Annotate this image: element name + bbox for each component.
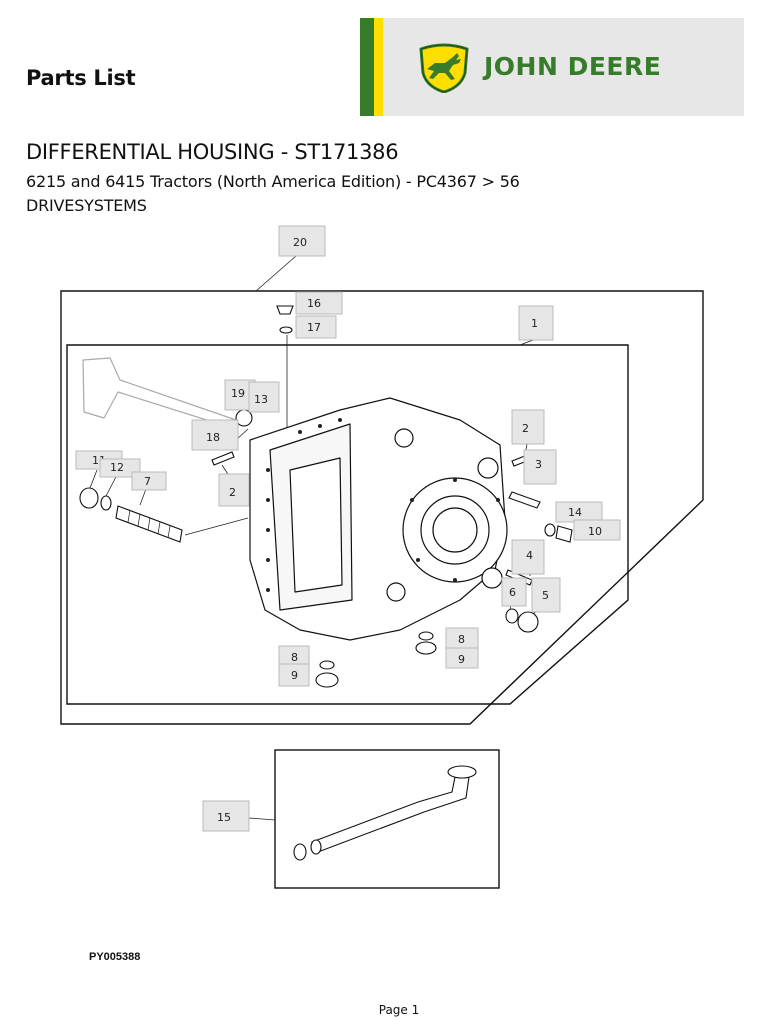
pipe-frame bbox=[274, 749, 500, 889]
callout-2a: 2 bbox=[218, 473, 250, 507]
svg-text:9: 9 bbox=[458, 653, 465, 666]
document-title: DIFFERENTIAL HOUSING - ST171386 bbox=[26, 140, 399, 164]
callout-15: 15 bbox=[202, 800, 250, 832]
brand-stripe-yellow bbox=[374, 18, 383, 116]
brand-stripe-green bbox=[360, 18, 374, 116]
svg-text:12: 12 bbox=[110, 461, 124, 474]
callout-17: 17 bbox=[295, 315, 337, 339]
svg-text:13: 13 bbox=[254, 393, 268, 406]
callout-3: 3 bbox=[523, 449, 557, 485]
callout-18: 18 bbox=[191, 419, 239, 451]
callout-20: 20 bbox=[278, 225, 326, 257]
svg-text:14: 14 bbox=[568, 506, 582, 519]
svg-text:3: 3 bbox=[535, 458, 542, 471]
leaping-deer-logo-icon bbox=[419, 43, 469, 93]
callout-10: 10 bbox=[573, 519, 621, 541]
document-category: DRIVESYSTEMS bbox=[26, 196, 147, 215]
svg-text:16: 16 bbox=[307, 297, 321, 310]
assembly-frame-outer bbox=[60, 290, 704, 725]
exploded-parts-diagram: 20 16 17 1 19 13 18 2 11 12 7 2 3 14 10 … bbox=[60, 225, 704, 889]
assembly-frame-inner bbox=[66, 344, 629, 705]
svg-text:1: 1 bbox=[531, 317, 538, 330]
figure-id: PY005388 bbox=[89, 951, 141, 963]
callout-13: 13 bbox=[248, 381, 280, 413]
svg-text:10: 10 bbox=[588, 525, 602, 538]
callout-1: 1 bbox=[518, 305, 554, 341]
svg-text:4: 4 bbox=[526, 549, 533, 562]
svg-text:19: 19 bbox=[231, 387, 245, 400]
callout-9a: 9 bbox=[445, 647, 479, 669]
svg-text:8: 8 bbox=[291, 651, 298, 664]
svg-text:20: 20 bbox=[293, 236, 307, 249]
callout-9b: 9 bbox=[278, 663, 310, 687]
svg-text:17: 17 bbox=[307, 321, 321, 334]
callout-14: 14 bbox=[555, 501, 603, 523]
svg-text:18: 18 bbox=[206, 431, 220, 444]
callout-7: 7 bbox=[131, 471, 167, 491]
callout-5: 5 bbox=[531, 577, 561, 613]
svg-text:5: 5 bbox=[542, 589, 549, 602]
svg-text:9: 9 bbox=[291, 669, 298, 682]
document-subtitle: 6215 and 6415 Tractors (North America Ed… bbox=[26, 172, 520, 191]
svg-text:2: 2 bbox=[522, 422, 529, 435]
svg-text:2: 2 bbox=[229, 486, 236, 499]
callout-4: 4 bbox=[511, 539, 545, 575]
page-heading: Parts List bbox=[26, 66, 136, 90]
callout-16: 16 bbox=[295, 291, 343, 315]
page-number: Page 1 bbox=[378, 1003, 420, 1017]
svg-text:8: 8 bbox=[458, 633, 465, 646]
brand-name: JOHN DEERE bbox=[484, 52, 662, 81]
callout-12: 12 bbox=[99, 458, 141, 478]
callout-6: 6 bbox=[501, 577, 527, 607]
callout-labels: 20 16 17 1 19 13 18 2 11 12 7 2 3 14 10 … bbox=[75, 225, 621, 832]
svg-text:15: 15 bbox=[217, 811, 231, 824]
callout-2b: 2 bbox=[511, 409, 545, 445]
svg-text:6: 6 bbox=[509, 586, 516, 599]
svg-text:7: 7 bbox=[144, 475, 151, 488]
brand-banner: JOHN DEERE bbox=[360, 18, 744, 116]
callout-8a: 8 bbox=[445, 627, 479, 649]
